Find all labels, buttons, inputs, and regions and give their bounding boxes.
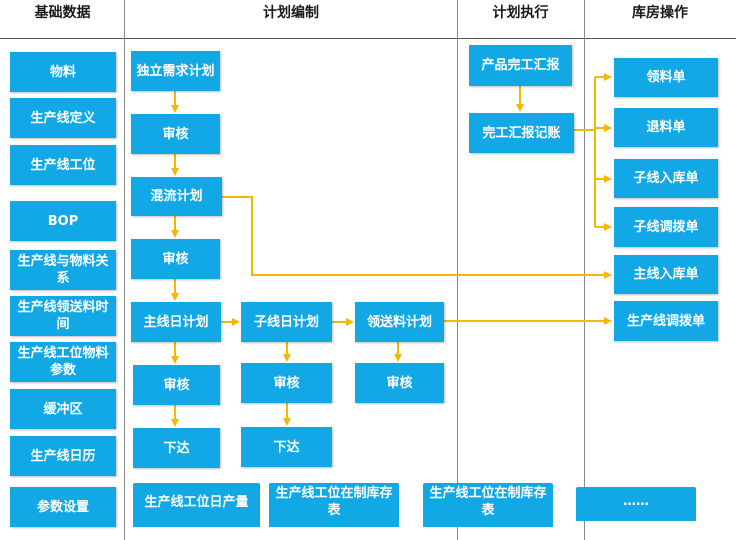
plan-review-4[interactable]: 审核	[241, 363, 332, 403]
report-more[interactable]: ……	[576, 487, 696, 521]
wh-line-transfer[interactable]: 生产线调拨单	[614, 301, 718, 341]
column-divider-1	[124, 0, 125, 540]
wh-sub-line-inbound[interactable]: 子线入库单	[614, 159, 718, 198]
arrow-mixed-to-mainline-inbound	[222, 196, 612, 279]
column-divider-2	[457, 0, 458, 540]
plan-issue-1[interactable]: 下达	[133, 428, 220, 468]
exec-product-completion-report[interactable]: 产品完工汇报	[469, 45, 572, 86]
basic-item-line-delivery-time[interactable]: 生产线领送料时间	[10, 296, 116, 336]
report-station-wip-1[interactable]: 生产线工位在制库存表	[269, 483, 399, 527]
report-station-wip-2[interactable]: 生产线工位在制库存表	[423, 483, 553, 527]
basic-item-parameter-settings[interactable]: 参数设置	[10, 487, 116, 527]
header-warehouse-operation: 库房操作	[632, 5, 688, 21]
plan-mixed-flow[interactable]: 混流计划	[131, 177, 222, 216]
wh-return-order[interactable]: 退料单	[614, 108, 718, 147]
header-basic-data: 基础数据	[34, 5, 91, 21]
basic-item-bop[interactable]: BOP	[10, 201, 116, 241]
basic-item-buffer-zone[interactable]: 缓冲区	[10, 389, 116, 429]
basic-item-line-calendar[interactable]: 生产线日历	[10, 436, 116, 476]
basic-item-line-station[interactable]: 生产线工位	[10, 145, 116, 185]
wh-picking-order[interactable]: 领料单	[614, 58, 718, 97]
exec-completion-report-ledger[interactable]: 完工汇报记账	[469, 113, 574, 153]
report-station-daily-output[interactable]: 生产线工位日产量	[133, 483, 260, 527]
wh-sub-line-transfer[interactable]: 子线调拨单	[614, 207, 718, 247]
basic-item-line-definition[interactable]: 生产线定义	[10, 98, 116, 138]
plan-review-2[interactable]: 审核	[131, 239, 220, 279]
header-divider	[0, 38, 736, 39]
header-plan-execution: 计划执行	[492, 5, 549, 21]
plan-issue-2[interactable]: 下达	[241, 427, 332, 467]
plan-main-line-daily[interactable]: 主线日计划	[131, 302, 221, 342]
plan-sub-line-daily[interactable]: 子线日计划	[241, 302, 332, 342]
basic-item-material[interactable]: 物料	[10, 52, 116, 92]
plan-review-3[interactable]: 审核	[133, 365, 220, 405]
wh-main-line-inbound[interactable]: 主线入库单	[614, 255, 718, 294]
header-plan-compilation: 计划编制	[263, 5, 319, 21]
basic-item-station-material-params[interactable]: 生产线工位物料参数	[10, 342, 116, 382]
column-divider-3	[584, 0, 585, 540]
plan-review-1[interactable]: 审核	[131, 114, 220, 154]
plan-review-5[interactable]: 审核	[355, 363, 444, 403]
plan-independent-demand[interactable]: 独立需求计划	[131, 51, 220, 91]
basic-item-line-material-relation[interactable]: 生产线与物料关系	[10, 250, 116, 290]
plan-delivery[interactable]: 领送料计划	[355, 302, 444, 342]
